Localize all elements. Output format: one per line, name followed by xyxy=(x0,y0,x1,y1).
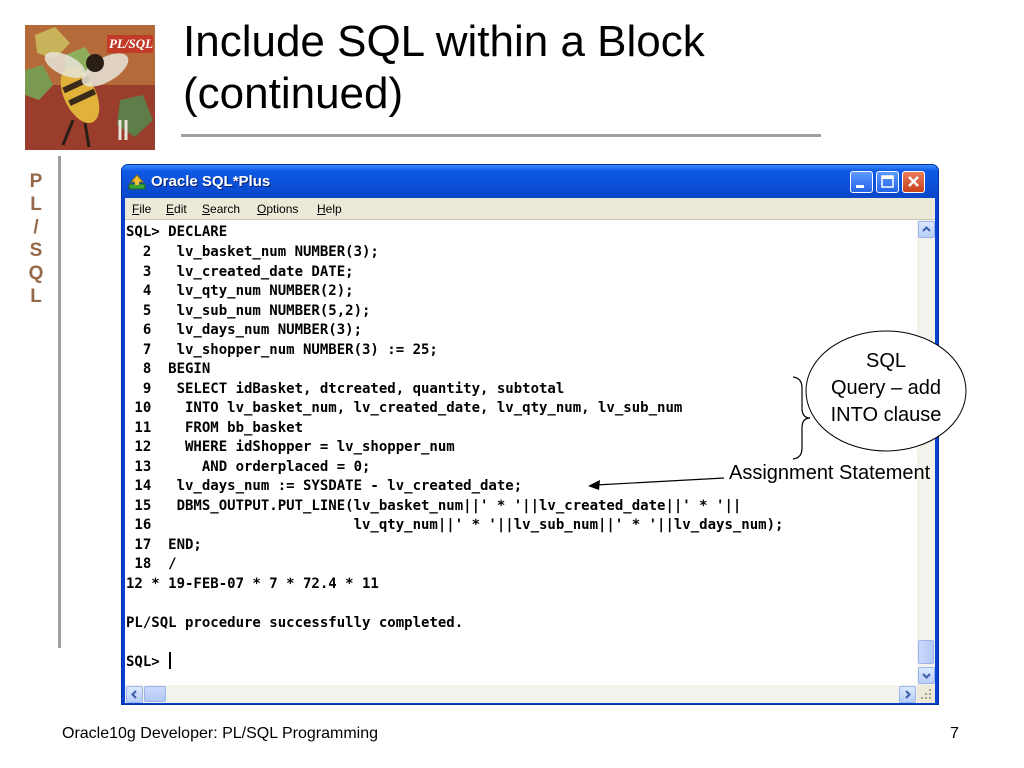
minimize-icon xyxy=(856,185,864,188)
menu-help[interactable]: Help xyxy=(317,202,342,216)
console-line: 4 lv_qty_num NUMBER(2); xyxy=(126,283,354,299)
side-divider xyxy=(58,156,61,648)
console-line: SQL> DECLARE xyxy=(126,224,228,240)
window-title: Oracle SQL*Plus xyxy=(151,173,271,190)
slide-title-line2: (continued) xyxy=(183,69,404,118)
console-line: PL/SQL procedure successfully completed. xyxy=(126,615,464,631)
console-line: 5 lv_sub_num NUMBER(5,2); xyxy=(126,303,371,319)
window-titlebar[interactable]: Oracle SQL*Plus xyxy=(122,165,938,198)
console-line: 18 / xyxy=(126,556,177,572)
console-line: 14 lv_days_num := SYSDATE - lv_created_d… xyxy=(126,478,523,494)
arrow-head-icon xyxy=(588,480,600,490)
sqlplus-window: Oracle SQL*Plus File Edit Search Options xyxy=(121,164,939,705)
assignment-statement-label: Assignment Statement xyxy=(729,462,931,484)
console-line: 15 DBMS_OUTPUT.PUT_LINE(lv_basket_num||'… xyxy=(126,498,742,514)
console-line: 8 BEGIN xyxy=(126,361,211,377)
chevron-down-icon xyxy=(922,673,931,679)
slide-title: Include SQL within a Block (continued) xyxy=(183,16,823,120)
chevron-up-icon xyxy=(922,226,931,232)
horizontal-scrollbar[interactable] xyxy=(125,685,917,703)
page-number: 7 xyxy=(950,725,959,742)
footer-course-title: Oracle10g Developer: PL/SQL Programming xyxy=(62,725,378,742)
scroll-left-button[interactable] xyxy=(126,686,143,703)
menu-options[interactable]: Options xyxy=(257,202,299,216)
side-label-char: L xyxy=(30,286,42,307)
vertical-scrollbar[interactable] xyxy=(917,220,935,685)
horizontal-scroll-thumb[interactable] xyxy=(144,686,166,702)
callout-line: SQL xyxy=(865,350,907,372)
minimize-button[interactable] xyxy=(850,171,873,193)
side-label-char: Q xyxy=(28,263,44,284)
menu-edit[interactable]: Edit xyxy=(166,202,187,216)
slide-title-line1: Include SQL within a Block xyxy=(183,17,705,66)
sqlplus-icon xyxy=(128,174,146,190)
console-line: 11 FROM bb_basket xyxy=(126,420,304,436)
chevron-right-icon xyxy=(905,690,911,699)
logo-badge-text: PL/SQL xyxy=(109,36,154,51)
console-line: 3 lv_created_date DATE; xyxy=(126,264,354,280)
callout-text: SQL Query – add INTO clause xyxy=(806,348,966,429)
menu-bar: File Edit Search Options Help xyxy=(125,198,935,220)
scroll-right-button[interactable] xyxy=(899,686,916,703)
resize-grip-icon xyxy=(921,689,931,699)
console-line: 12 * 19-FEB-07 * 7 * 72.4 * 11 xyxy=(126,576,379,592)
assignment-arrow xyxy=(595,477,725,486)
close-button[interactable] xyxy=(902,171,925,193)
callout-bubble xyxy=(805,330,967,452)
maximize-button[interactable] xyxy=(876,171,899,193)
side-label-char: / xyxy=(33,217,39,238)
console-prompt: SQL> xyxy=(126,654,169,670)
callout-line: Query – add xyxy=(830,377,942,399)
console-output[interactable]: SQL> DECLARE 2 lv_basket_num NUMBER(3); … xyxy=(125,220,915,685)
console-prompt-line[interactable]: SQL> xyxy=(126,652,172,672)
side-label-char: L xyxy=(30,194,42,215)
window-client: File Edit Search Options Help SQL> DECLA… xyxy=(125,198,935,703)
console-line: 9 SELECT idBasket, dtcreated, quantity, … xyxy=(126,381,565,397)
console-line: 17 END; xyxy=(126,537,202,553)
bee-icon xyxy=(25,25,155,150)
vertical-scroll-thumb[interactable] xyxy=(918,640,934,664)
callout-line: INTO clause xyxy=(830,404,942,426)
console-line: 6 lv_days_num NUMBER(3); xyxy=(126,322,363,338)
side-label-char: S xyxy=(29,240,43,261)
scroll-down-button[interactable] xyxy=(918,667,935,684)
console-line: 7 lv_shopper_num NUMBER(3) := 25; xyxy=(126,342,438,358)
side-label-char: P xyxy=(29,171,43,192)
resize-grip[interactable] xyxy=(917,685,935,703)
console-line: 2 lv_basket_num NUMBER(3); xyxy=(126,244,379,260)
scroll-up-button[interactable] xyxy=(918,221,935,238)
query-brace xyxy=(792,376,811,460)
console-line: 13 AND orderplaced = 0; xyxy=(126,459,371,475)
text-cursor xyxy=(169,652,172,669)
menu-file[interactable]: File xyxy=(132,202,152,216)
pl-sql-logo: PL/SQL xyxy=(25,25,155,150)
console-line: 12 WHERE idShopper = lv_shopper_num xyxy=(126,439,455,455)
console-line: 16 lv_qty_num||' * '||lv_sub_num||' * '|… xyxy=(126,517,784,533)
close-icon xyxy=(908,176,919,187)
side-label: P L / S Q L xyxy=(26,170,46,308)
menu-search[interactable]: Search xyxy=(202,202,241,216)
chevron-left-icon xyxy=(131,690,137,699)
maximize-icon xyxy=(881,175,894,188)
console-line: 10 INTO lv_basket_num, lv_created_date, … xyxy=(126,400,683,416)
title-divider xyxy=(181,134,821,137)
